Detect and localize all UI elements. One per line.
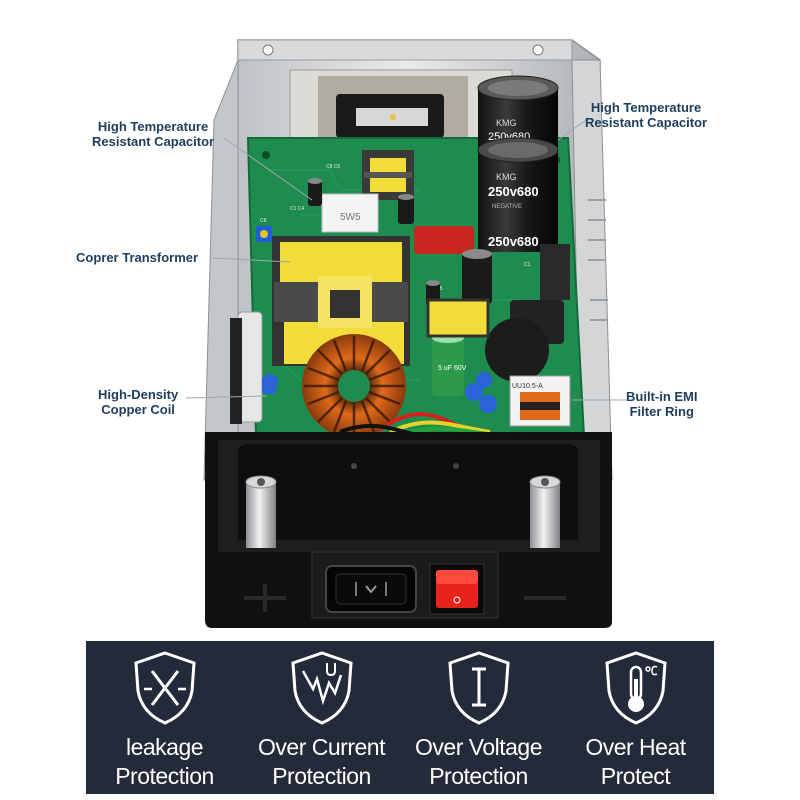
- over-heat-shield-icon: [604, 651, 667, 725]
- over-current-shield-icon: [290, 651, 353, 725]
- svg-text:C8 C6: C8 C6: [326, 164, 340, 170]
- front-panel: [205, 432, 612, 628]
- small-inductor: [426, 298, 490, 338]
- svg-text:C1 C4: C1 C4: [290, 206, 304, 212]
- callout-transformer: Coprer Transformer: [76, 250, 199, 265]
- copper-coil: [302, 334, 406, 438]
- svg-text:250v680: 250v680: [488, 234, 539, 249]
- svg-text:5W5: 5W5: [340, 212, 361, 223]
- svg-text:KMG: KMG: [496, 172, 517, 182]
- power-resistor: 5W5: [321, 193, 379, 233]
- svg-text:250v680: 250v680: [488, 184, 539, 199]
- polarity-marks: [244, 584, 566, 612]
- round-inductor: [485, 318, 549, 382]
- copper-transformer: [272, 236, 410, 366]
- svg-text:C1: C1: [524, 262, 531, 268]
- film-capacitor: [414, 226, 474, 254]
- emi-filter: UU10.5-A: [509, 375, 571, 427]
- rocker-switch: [429, 563, 485, 615]
- mounting-post-left: [245, 475, 277, 548]
- svg-text:UU10.5-A: UU10.5-A: [512, 383, 543, 390]
- svg-text:5 uF 60V: 5 uF 60V: [438, 365, 467, 372]
- svg-text:C8: C8: [260, 218, 267, 224]
- mounting-post-right: [529, 475, 561, 548]
- callout-lines: [185, 119, 626, 401]
- over-voltage-shield-icon: [447, 651, 510, 725]
- svg-text:NEGATIVE: NEGATIVE: [492, 204, 522, 210]
- svg-text:KMG: KMG: [496, 118, 517, 128]
- leakage-shield-icon: [133, 651, 196, 725]
- capacitor-bottom: KMG 250v680 NEGATIVE 250v680: [477, 137, 559, 252]
- power-inlet: [325, 565, 417, 613]
